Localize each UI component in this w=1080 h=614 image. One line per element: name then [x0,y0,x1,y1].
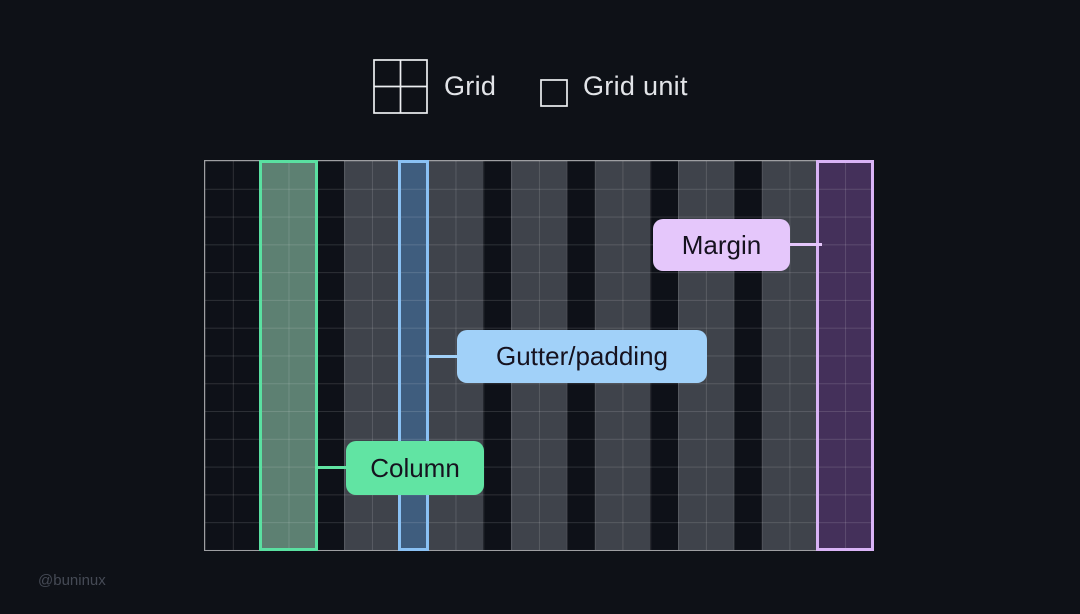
margin-label: Margin [653,219,790,271]
grid-unit-icon [540,66,568,107]
column-connector-line [315,466,347,469]
watermark: @buninux [38,572,106,589]
gutter-connector-line [427,355,458,358]
legend-grid-label: Grid [444,71,497,101]
legend-grid-unit-label: Grid unit [583,71,688,101]
column-label: Column [346,441,484,495]
legend-grid: Grid [373,59,496,114]
grid-2x2-icon [373,59,428,114]
gutter-padding-label: Gutter/padding [457,330,707,383]
column-stripe-border [259,160,318,551]
legend-grid-unit: Grid unit [540,59,688,114]
column-stripe [259,160,318,551]
margin-stripe-border [815,160,875,551]
margin-connector-line [789,243,822,246]
margin-stripe [815,160,875,551]
